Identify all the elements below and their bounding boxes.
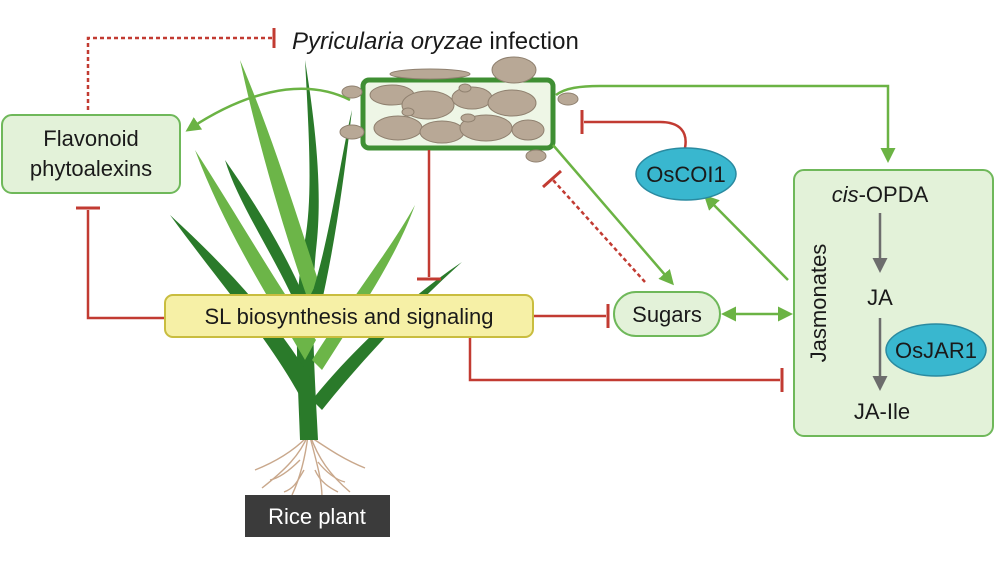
sugars-node: Sugars: [613, 291, 721, 337]
infected-leaf-section: [339, 56, 579, 163]
jasmonates-label: Jasmonates: [806, 244, 831, 363]
edge-sl-inhibits-flavonoid: [86, 210, 170, 320]
sugars-label: Sugars: [632, 302, 702, 327]
edge-flavonoid-inhibits-infection: [86, 36, 272, 110]
edge-infection-activates-jasmonates: [555, 84, 896, 163]
flavonoid-phytoalexins-node: Flavonoid phytoalexins: [1, 114, 181, 194]
inhibition-bar: [542, 169, 562, 189]
rice-plant-text: Rice plant: [268, 504, 366, 529]
ja-label: JA: [867, 285, 893, 310]
osjar1-node: [885, 323, 987, 377]
infection-label: Pyricularia oryzae infection: [292, 28, 579, 55]
edge-infection-activates-sugars: [552, 144, 674, 286]
edge-sl-inhibits-jasmonates: [468, 336, 780, 382]
rice-plant-label: Rice plant: [245, 495, 390, 537]
edge-oscoi1-inhibits-infection: [584, 120, 687, 149]
flavonoid-label-line2: phytoalexins: [30, 156, 152, 181]
osjar1-label: OsJAR1: [895, 338, 977, 363]
edges: [76, 28, 896, 392]
cis-opda-label: cis-OPDA: [832, 182, 929, 207]
sl-biosynthesis-node: SL biosynthesis and signaling: [164, 294, 534, 338]
oscoi1-label: OsCOI1: [646, 162, 725, 187]
ja-ile-label: JA-Ile: [854, 399, 910, 424]
roots: [254, 434, 366, 498]
edge-sugars-inhibit-infection: [552, 179, 646, 283]
sl-label: SL biosynthesis and signaling: [204, 304, 493, 329]
jasmonates-node: Jasmonates cis-OPDA JA OsJAR1 JA-Ile: [793, 169, 994, 437]
flavonoid-label-line1: Flavonoid: [43, 126, 138, 151]
edge-jasmonates-activate-oscoi1: [703, 194, 789, 281]
edge-infection-activates-flavonoid: [185, 87, 351, 132]
oscoi1-node: OsCOI1: [635, 147, 737, 201]
